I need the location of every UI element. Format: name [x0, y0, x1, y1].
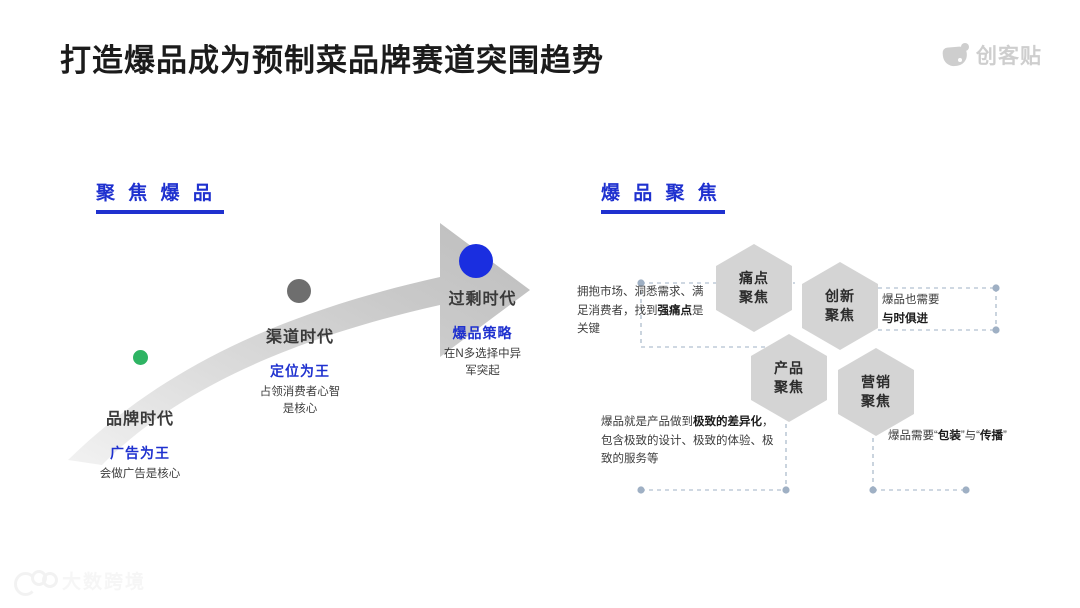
- note-product: 爆品就是产品做到极致的差异化，包含极致的设计、极致的体验、极致的服务等: [601, 413, 776, 469]
- stage-key-label: 定位为王: [270, 363, 330, 379]
- stage-desc-line: 是核心: [282, 402, 318, 415]
- note-text: ，包含极致的设计、极致的体验、极致的服务等: [601, 416, 774, 466]
- timeline-dot-brand-era: [133, 350, 148, 365]
- stage-key-label: 广告为王: [110, 445, 170, 461]
- stage-era-label: 过剩时代: [448, 291, 517, 308]
- note-pain-point: 拥抱市场、洞悉需求、满足消费者，找到强痛点是关键: [577, 283, 705, 339]
- note-emphasis: 极致的差异化: [693, 416, 762, 428]
- watermark: 大数跨境: [14, 567, 147, 596]
- stage-desc-line: 在N多选择中异: [443, 348, 522, 360]
- note-text: ”: [1003, 430, 1007, 442]
- section-heading-right: 爆 品 聚 焦: [601, 178, 725, 214]
- brand-logo: 创客贴: [942, 40, 1042, 70]
- note-text: 爆品需要“: [888, 430, 938, 442]
- hexagon-label-line1: 创新: [825, 287, 855, 304]
- section-heading-right-label: 爆 品 聚 焦: [601, 183, 721, 204]
- note-emphasis: 包装: [937, 430, 961, 442]
- note-text: 是关键: [577, 304, 704, 336]
- page-title: 打造爆品成为预制菜品牌赛道突围趋势: [60, 43, 604, 78]
- connector-endpoint-dot: [782, 486, 790, 494]
- note-innovation: 爆品也需要与时俱进: [882, 291, 1004, 328]
- section-heading-right-underline: [601, 210, 725, 214]
- note-text: 爆品就是产品做到: [601, 416, 693, 428]
- note-marketing: 爆品需要“包装”与“传播”: [888, 427, 1018, 446]
- section-heading-left: 聚 焦 爆 品: [96, 178, 224, 214]
- hexagon-label-line1: 营销: [861, 373, 891, 390]
- timeline-stage-channel-era: 渠道时代 定位为王 占领消费者心智 是核心: [210, 323, 390, 417]
- note-emphasis: 与时俱进: [882, 312, 928, 325]
- chuangketie-icon: [942, 43, 969, 68]
- brand-logo-label: 创客贴: [976, 45, 1042, 68]
- timeline-dot-channel-era: [287, 279, 311, 303]
- section-heading-left-underline: [96, 210, 224, 214]
- hexagon-product-focus[interactable]: 产品 聚焦: [751, 334, 827, 422]
- hexagon-pain-point-focus[interactable]: 痛点 聚焦: [716, 244, 792, 332]
- hexagon-innovation-focus[interactable]: 创新 聚焦: [802, 262, 878, 350]
- note-emphasis: 强痛点: [657, 304, 693, 317]
- dashukuajing-icon: [14, 569, 58, 596]
- hexagon-label-line2: 聚焦: [774, 379, 804, 395]
- note-text: ”与“: [960, 430, 981, 442]
- connector-endpoint-dot: [869, 486, 877, 494]
- stage-era-label: 品牌时代: [105, 411, 174, 428]
- stage-desc-line: 军突起: [465, 364, 500, 377]
- growth-arrow-icon: [68, 223, 530, 465]
- connector-endpoint-dot: [637, 486, 645, 494]
- hexagon-marketing-focus[interactable]: 营销 聚焦: [838, 348, 914, 436]
- hexagon-label-line1: 痛点: [739, 269, 769, 286]
- watermark-label: 大数跨境: [62, 572, 147, 593]
- stage-desc-line: 占领消费者心智: [259, 386, 341, 398]
- stage-key-label: 爆品策略: [452, 325, 513, 341]
- timeline-stage-brand-era: 品牌时代 广告为王 会做广告是核心: [45, 405, 235, 483]
- hexagon-label-line2: 聚焦: [861, 393, 891, 409]
- note-text: 爆品也需要: [882, 294, 940, 306]
- section-heading-left-label: 聚 焦 爆 品: [96, 183, 216, 204]
- connector-endpoint-dot: [962, 486, 970, 494]
- hexagon-label-line1: 产品: [774, 359, 804, 376]
- hexagon-label-line2: 聚焦: [825, 307, 855, 323]
- note-text: 拥抱市场、洞悉需求、满足消费者，找到: [577, 286, 704, 317]
- stage-desc-label: 占领消费者心智 是核心: [210, 384, 390, 417]
- timeline-stage-surplus-era: 过剩时代 爆品策略 在N多选择中异 军突起: [390, 285, 575, 379]
- stage-desc-label: 会做广告是核心: [99, 468, 181, 480]
- hexagon-label-line2: 聚焦: [739, 289, 769, 305]
- timeline-dot-surplus-era: [459, 244, 493, 278]
- note-emphasis: 传播: [980, 430, 1004, 442]
- stage-era-label: 渠道时代: [265, 329, 334, 346]
- stage-desc-label: 在N多选择中异 军突起: [390, 346, 575, 379]
